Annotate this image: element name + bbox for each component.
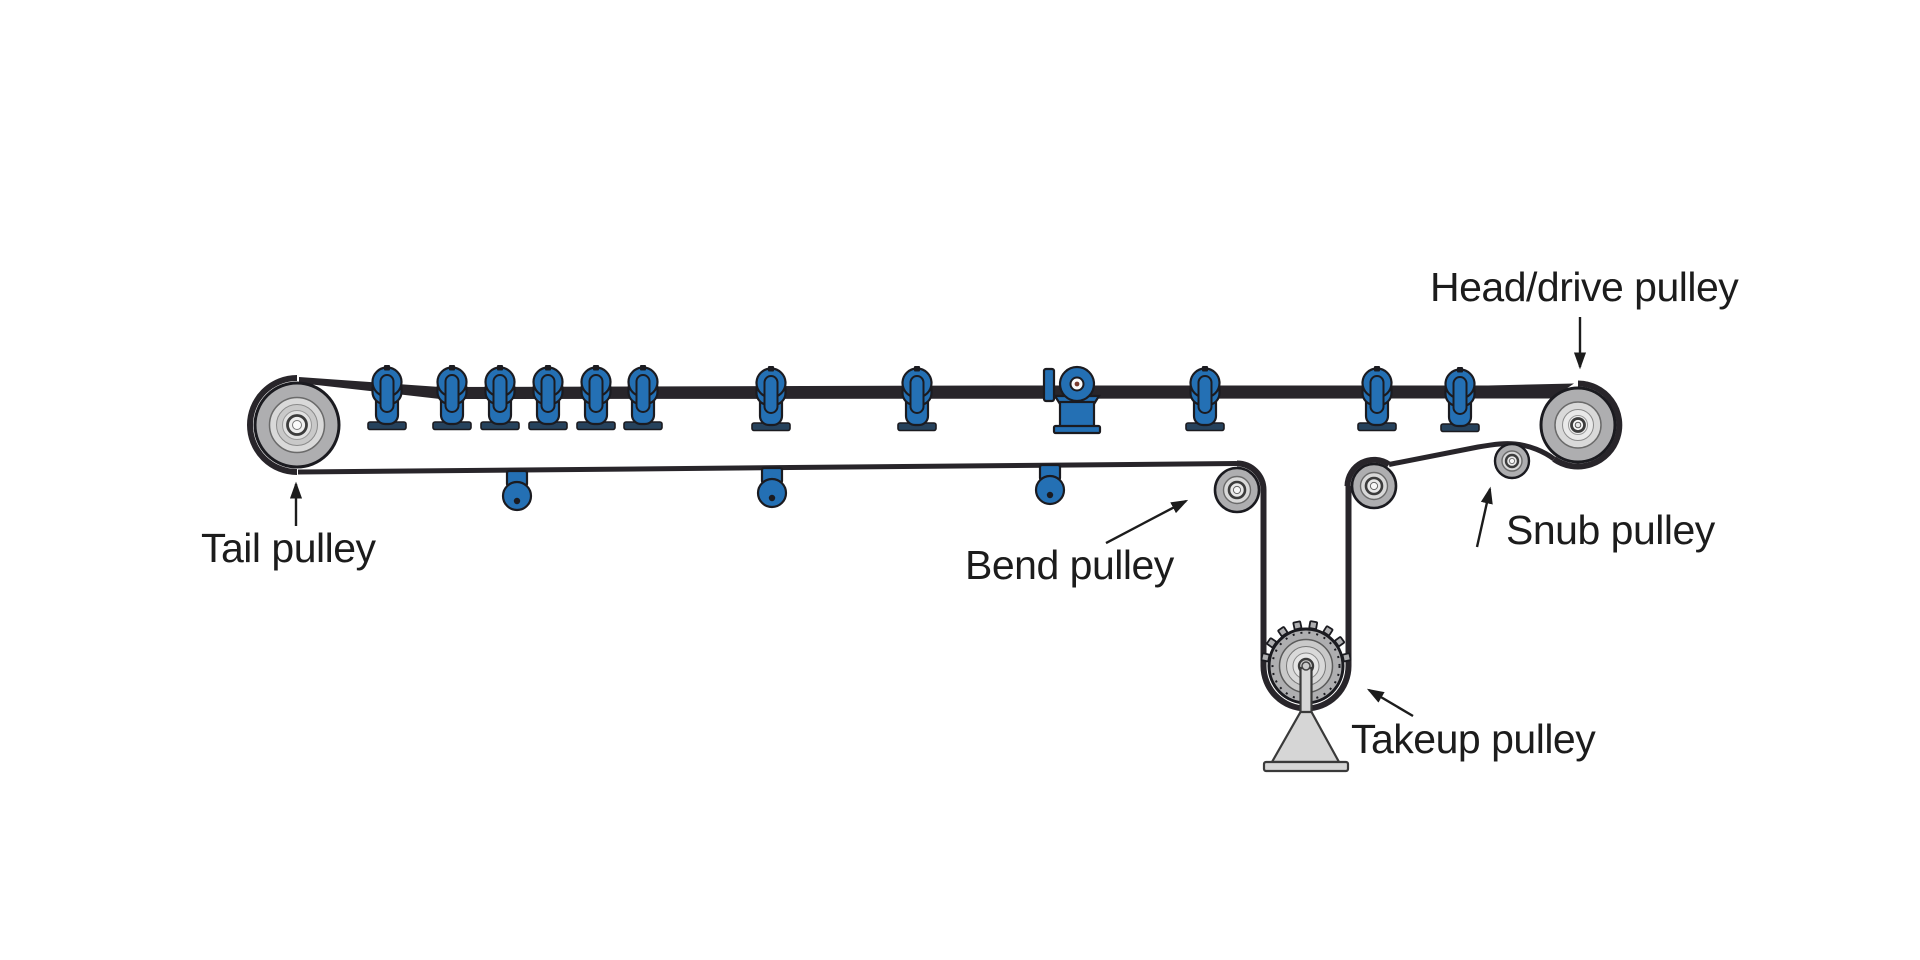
belt-tail-wrap — [247, 375, 298, 475]
label-tail-pulley: Tail pulley — [201, 525, 376, 571]
label-head-drive-pulley: Head/drive pulley — [1430, 264, 1739, 310]
carry-idler — [622, 363, 664, 431]
bend-pulley-arrow — [1105, 499, 1189, 545]
carry-idler — [896, 364, 938, 432]
carry-idler — [366, 363, 408, 431]
carry-idler — [750, 364, 792, 432]
belt-carry-side — [299, 377, 1574, 399]
takeup-pulley-arrow — [1366, 688, 1414, 718]
carry-idler — [479, 363, 521, 431]
tail-pulley — [253, 381, 341, 469]
drive-unit — [1042, 365, 1102, 435]
belt-bend-left-wrap — [1236, 460, 1267, 666]
carry-idler — [1184, 364, 1226, 432]
return-idler — [501, 469, 533, 512]
takeup-hub — [1301, 661, 1311, 671]
drive-unit-hub-dot — [1074, 381, 1080, 387]
snub-pulley — [1493, 442, 1531, 480]
return-idler — [1034, 463, 1066, 506]
belt-bend-right-wrap — [1344, 456, 1391, 487]
label-takeup-pulley: Takeup pulley — [1351, 716, 1596, 762]
snub-pulley-arrow — [1475, 486, 1493, 548]
label-bend-pulley: Bend pulley — [965, 542, 1174, 588]
bend-pulley-right — [1350, 462, 1398, 510]
carry-idler — [431, 363, 473, 431]
carry-idler — [1356, 364, 1398, 432]
belt-head-wrap — [1552, 380, 1623, 470]
label-arrows — [289, 317, 1587, 718]
takeup-stand — [1262, 661, 1350, 773]
carry-idler — [575, 363, 617, 431]
return-idler — [756, 466, 788, 509]
carry-idler — [527, 363, 569, 431]
label-snub-pulley: Snub pulley — [1506, 507, 1715, 553]
head-drive-pulley — [1539, 386, 1617, 464]
carry-idler — [1439, 365, 1481, 433]
bend-pulley-left — [1213, 466, 1261, 514]
